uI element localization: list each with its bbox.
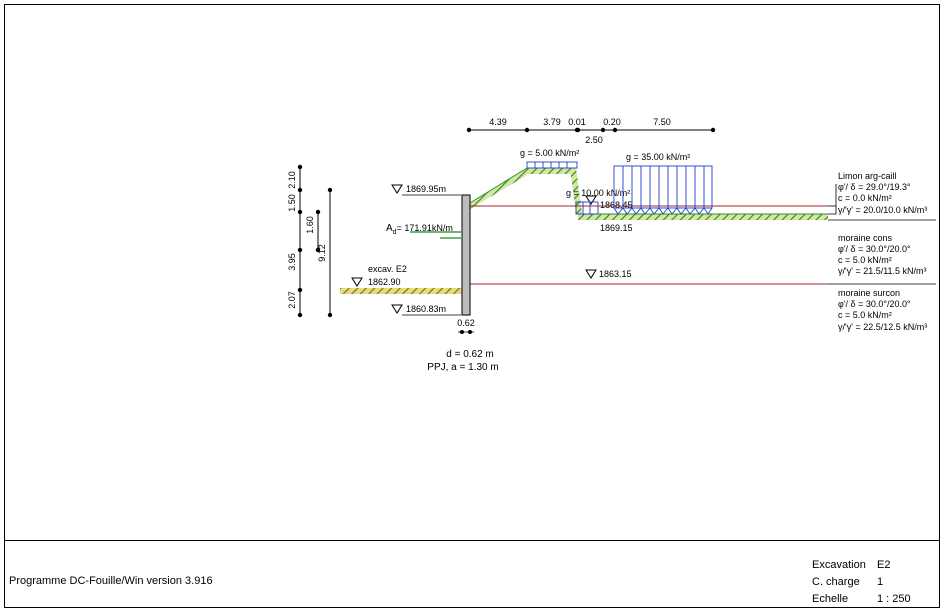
level-marker-base	[391, 304, 403, 314]
wall-type: PPJ, a = 1.30 m	[427, 362, 498, 373]
charge-label: C. charge	[812, 576, 860, 588]
charge-value: 1	[877, 576, 884, 588]
dim-top-4: 0.20	[603, 117, 621, 127]
wall-width-label: 0.62	[457, 318, 475, 328]
load-slope	[526, 161, 578, 169]
dim-left-3: 1.60	[305, 216, 315, 234]
dim-top-1: 4.39	[489, 117, 507, 127]
level-marker-bench	[585, 195, 597, 205]
dim-top-2: 3.79	[543, 117, 561, 127]
layer-1-gamma: γ/'γ' = 20.0/10.0 kN/m³	[838, 205, 927, 215]
excavation-value: E2	[877, 559, 891, 571]
layer-3-phi: φ'/ δ = 30.0°/20.0°	[838, 299, 911, 309]
excav-level: 1862.90	[368, 277, 401, 287]
title-block: Programme DC-Fouille/Win version 3.916 E…	[4, 540, 940, 608]
drawing-frame	[4, 4, 940, 608]
anchor-label: Ad= 171.91kN/m	[386, 223, 453, 236]
layer-2-name: moraine cons	[838, 233, 893, 243]
layer-1-phi: φ'/ δ = 29.0°/19.3°	[838, 182, 911, 192]
load-bench-label: g = 10.00 kN/m²	[566, 188, 630, 198]
soil-layer-3: moraine surcon φ'/ δ = 30.0°/20.0° c = 5…	[838, 288, 927, 332]
layer-1-c: c = 0.0 kN/m²	[838, 193, 892, 203]
level-marker-excav	[351, 277, 363, 287]
anchor-force: Ad= 171.91kN/m	[386, 223, 461, 239]
level-boundary-label: 1863.15	[599, 269, 632, 279]
dim-left-6: 2.07	[287, 291, 297, 309]
dim-left-2: 1.50	[287, 194, 297, 212]
layer-1-name: Limon arg-caill	[838, 171, 897, 181]
scale-value: 1 : 250	[877, 593, 911, 605]
layer-3-name: moraine surcon	[838, 288, 900, 298]
dim-top-3: 0.01	[568, 117, 586, 127]
soil-layer-1: Limon arg-caill φ'/ δ = 29.0°/19.3° c = …	[838, 171, 927, 215]
load-right-label: g = 35.00 kN/m²	[626, 152, 690, 162]
level-base-label: 1860.83m	[406, 304, 446, 314]
dim-top-5: 7.50	[653, 117, 671, 127]
excav-name: excav. E2	[368, 264, 407, 274]
dim-left-4: 3.95	[287, 253, 297, 271]
load-slope-label: g = 5.00 kN/m²	[520, 148, 579, 158]
left-dimension-chains	[297, 164, 333, 318]
load-bench	[575, 201, 599, 215]
layer-2-gamma: γ/'γ' = 21.5/11.5 kN/m³	[838, 266, 927, 276]
level-marker-boundary	[585, 269, 597, 279]
level-marker-top	[391, 184, 403, 194]
dim-top-below: 2.50	[585, 135, 603, 145]
level-top-label: 1869.95m	[406, 184, 446, 194]
dim-left-1: 2.10	[287, 171, 297, 189]
wall-thickness: d = 0.62 m	[446, 349, 494, 360]
level-bench-lower-label: 1869.15	[600, 223, 633, 233]
soil-layer-2: moraine cons φ'/ δ = 30.0°/20.0° c = 5.0…	[838, 233, 927, 276]
sheet-pile-wall	[461, 194, 471, 316]
dim-left-5: 9.12	[317, 244, 327, 262]
layer-2-phi: φ'/ δ = 30.0°/20.0°	[838, 244, 911, 254]
level-bench-label: 1868.45	[600, 200, 633, 210]
layer-3-gamma: γ/'γ' = 22.5/12.5 kN/m³	[838, 322, 927, 332]
excavation-label: Excavation	[812, 559, 866, 571]
program-version: Programme DC-Fouille/Win version 3.916	[9, 575, 213, 587]
top-dimension-chain: 4.39 3.79 0.01 0.20 7.50 2.50	[466, 117, 716, 145]
ground-profile	[340, 167, 828, 294]
layer-3-c: c = 5.0 kN/m²	[838, 310, 892, 320]
layer-2-c: c = 5.0 kN/m²	[838, 255, 892, 265]
scale-label: Echelle	[812, 593, 849, 605]
load-right	[613, 165, 713, 215]
